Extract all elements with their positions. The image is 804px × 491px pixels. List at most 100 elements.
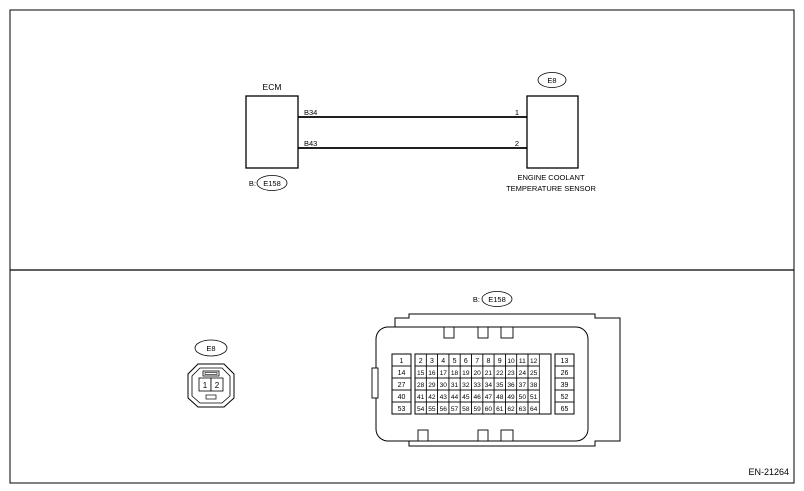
e158-pin-label: 22 [496, 370, 504, 377]
e158-pin-label: 23 [507, 370, 515, 377]
e158-pin-label: 9 [498, 358, 502, 365]
e158-pin-label: 25 [530, 370, 538, 377]
e158-oval [481, 291, 513, 307]
ecm-pin-b34: B34 [304, 108, 317, 117]
e8-lock-slot [204, 372, 218, 375]
e8-id: E8 [206, 344, 215, 353]
e158-pin-label: 57 [451, 406, 459, 413]
e158-pin-label: 33 [473, 382, 481, 389]
sensor-name-line2: TEMPERATURE SENSOR [506, 184, 596, 193]
e158-pin-label: 53 [398, 406, 406, 413]
e158-pin-label: 41 [417, 394, 425, 401]
e158-pin-label: 65 [561, 406, 569, 413]
e158-pin-label: 47 [485, 394, 493, 401]
e158-pin-label: 7 [475, 358, 479, 365]
e158-pin-label: 50 [519, 394, 527, 401]
wiring-schematic: ECM B34 B43 B: E158 E8 1 2 ENGINE COOLAN… [245, 72, 597, 193]
e158-pin-label: 3 [430, 358, 434, 365]
ecm-box [245, 95, 299, 169]
e158-pin-label: 32 [462, 382, 470, 389]
ecm-pin-b43: B43 [304, 139, 317, 148]
e158-pin-label: 40 [398, 394, 406, 401]
e158-pin-label: 17 [440, 370, 448, 377]
e158-pin-label: 29 [428, 382, 436, 389]
e158-pin-label: 28 [417, 382, 425, 389]
e158-pin-label: 12 [530, 358, 538, 365]
e158-pin-label: 51 [530, 394, 538, 401]
sensor-box [526, 95, 579, 169]
e158-top-key-2 [477, 326, 489, 339]
e158-pin-label: 34 [485, 382, 493, 389]
e158-pin-label: 37 [519, 382, 527, 389]
e158-pin-label: 16 [428, 370, 436, 377]
e158-pin-label: 46 [473, 394, 481, 401]
diagram-frame [9, 9, 795, 484]
e158-pin-label: 21 [485, 370, 493, 377]
e158-pin-label: 8 [486, 358, 490, 365]
ecm-label: ECM [263, 82, 282, 92]
e158-pin-label: 42 [428, 394, 436, 401]
e158-pin-label: 6 [464, 358, 468, 365]
e158-pin-label: 43 [440, 394, 448, 401]
e158-pin-label: 36 [507, 382, 515, 389]
e158-body [375, 326, 589, 442]
e158-pin-label: 38 [530, 382, 538, 389]
e158-pin-label: 49 [507, 394, 515, 401]
e158-pin-label: 64 [530, 406, 538, 413]
e158-pin-label: 20 [473, 370, 481, 377]
e158-pin-label: 45 [462, 394, 470, 401]
e158-pin-label: 39 [561, 382, 569, 389]
e158-pin-label: 52 [561, 394, 569, 401]
e158-pin-label: 44 [451, 394, 459, 401]
e8-pin-label-2: 2 [215, 381, 220, 390]
ecm-connector-prefix: B: [249, 179, 256, 188]
e158-pin-label: 62 [507, 406, 515, 413]
sensor-connector-id: E8 [547, 76, 556, 85]
e158-pin-label: 13 [561, 358, 569, 365]
e158-pin-label: 18 [451, 370, 459, 377]
e158-pin-cell [527, 401, 540, 415]
sensor-pin-1: 1 [515, 108, 519, 117]
e158-pin-label: 55 [428, 406, 436, 413]
e158-pin-label: 31 [451, 382, 459, 389]
e158-pin-label: 60 [485, 406, 493, 413]
e158-pin-cell [391, 401, 412, 415]
e158-pin-label: 1 [400, 358, 404, 365]
sensor-name-line1: ENGINE COOLANT [517, 173, 585, 182]
e158-side-latch [371, 367, 379, 399]
e158-pin-label: 11 [519, 358, 526, 365]
e158-pin-label: 15 [417, 370, 425, 377]
e158-pin-label: 35 [496, 382, 504, 389]
e158-prefix: B: [473, 295, 480, 304]
e158-pin-label: 24 [519, 370, 527, 377]
e8-connector-view: E8 1 2 [187, 339, 235, 408]
ecm-connector-id: E158 [263, 179, 281, 188]
e158-top-key-3 [500, 326, 514, 339]
e158-pin-label: 14 [398, 370, 406, 377]
e158-pin-label: 61 [496, 406, 504, 413]
e158-pin-label: 5 [453, 358, 457, 365]
e158-bottom-key-2 [477, 429, 489, 442]
e158-bottom-key-3 [500, 429, 514, 442]
e158-id: E158 [488, 295, 506, 304]
sensor-connector-oval [537, 72, 567, 88]
e158-pin-label: 58 [462, 406, 470, 413]
e158-pin-label: 2 [419, 358, 423, 365]
figure-id: EN-21264 [748, 467, 789, 477]
e158-pin-label: 4 [441, 358, 445, 365]
e8-key [205, 394, 217, 400]
e158-pin-label: 59 [473, 406, 481, 413]
e158-pin-label: 26 [561, 370, 569, 377]
sensor-pin-2: 2 [515, 139, 519, 148]
e158-top-key-1 [443, 326, 455, 339]
e158-pin-label: 30 [440, 382, 448, 389]
e8-pin-label-1: 1 [203, 381, 208, 390]
e158-pin-label: 54 [417, 406, 425, 413]
e158-pin-label: 10 [507, 358, 515, 365]
e8-oval [194, 339, 228, 357]
e158-pin-label: 56 [440, 406, 448, 413]
e8-lock-tab [202, 370, 220, 377]
